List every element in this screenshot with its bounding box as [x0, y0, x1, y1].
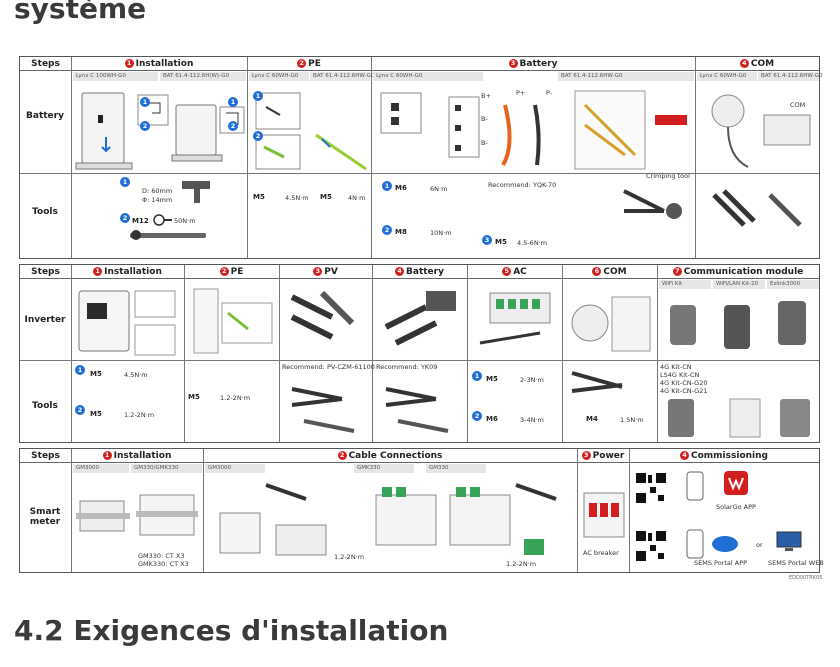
pe-illustration: [255, 92, 367, 171]
com-port-illustration: [571, 296, 651, 352]
battery-cabinet-illustration: [75, 92, 245, 170]
inverter-illustration: [78, 290, 176, 356]
steps-header: Steps: [20, 57, 71, 71]
battery-crimp-tool-icon: [385, 387, 449, 433]
com-illustration: [711, 94, 811, 168]
sems-cloud-icon: [712, 536, 738, 552]
module-install-illustration: [668, 398, 810, 438]
page-heading-top: système: [14, 0, 147, 25]
qr-code-icon: [636, 531, 666, 561]
row-label-battery: Battery: [26, 111, 64, 121]
torque-wrench-icon: [153, 214, 172, 226]
ratchet-icon: [130, 230, 206, 240]
com-crimp-tool-icon: [571, 371, 623, 393]
row-label-tools: Tools: [32, 207, 58, 217]
phone-icon: [686, 529, 704, 559]
battery-connector-illustration: [384, 291, 456, 346]
ac-terminal-illustration: [479, 292, 551, 345]
meter-rail-illustration: [76, 494, 198, 536]
crimping-tool-icon: [623, 189, 682, 219]
battery-cable-illustration: [380, 90, 687, 170]
ac-breaker-icon: [583, 492, 625, 538]
qr-code-icon: [634, 471, 668, 505]
phone-icon: [686, 471, 704, 501]
section-heading: 4.2 Exigences d'installation: [14, 614, 449, 647]
document-code: EDD00TRK05: [789, 575, 823, 581]
solargo-logo-icon: [724, 471, 748, 495]
monitor-icon: [776, 531, 802, 551]
inverter-pe-illustration: [193, 288, 273, 354]
drill-icon: [182, 181, 210, 203]
comm-module-illustration: [670, 301, 806, 349]
pv-connector-illustration: [290, 290, 355, 340]
meter-wiring-illustration: [219, 483, 557, 556]
com-tools-icon: [712, 189, 802, 227]
pv-crimp-tool-icon: [291, 387, 355, 433]
